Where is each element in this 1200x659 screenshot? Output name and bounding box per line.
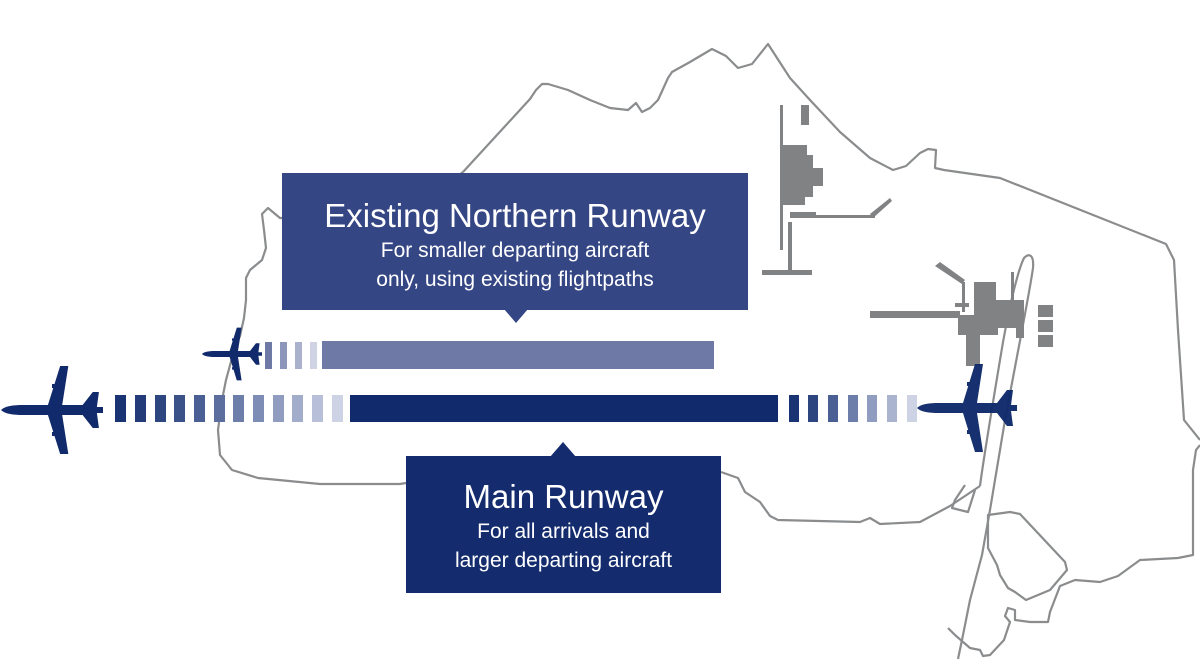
northern-runway-description-line1: For smaller departing aircraft (380, 239, 650, 262)
main-runway-approach-light (867, 395, 877, 422)
northern-runway-approach-light (310, 342, 317, 369)
main-runway-approach-light (808, 395, 818, 422)
northern-runway-approach-light (265, 342, 272, 369)
northern-runway-strip (322, 341, 714, 369)
main-runway-approach-light (253, 395, 264, 422)
main-runway-strip (350, 395, 778, 422)
main-runway-approach-light (155, 395, 166, 422)
main-runway-approach-light (789, 395, 799, 422)
main-runway-left-approach-lights (115, 395, 343, 422)
northern-runway (265, 341, 714, 369)
main-runway-callout: Main Runway For all arrivals and larger … (406, 456, 721, 593)
main-callout-pointer (550, 442, 576, 457)
northern-callout-pointer (504, 309, 528, 323)
main-runway (115, 395, 917, 422)
main-runway-description-line1: For all arrivals and (477, 520, 650, 543)
taxiway-outline (950, 484, 977, 514)
parking-area-outline (986, 510, 1069, 602)
northern-runway-title: Existing Northern Runway (324, 197, 706, 234)
north-terminal-buildings (762, 105, 892, 275)
main-runway-approach-light (273, 395, 284, 422)
main-runway-approach-light (135, 395, 146, 422)
northern-runway-approach-light (295, 342, 302, 369)
main-runway-approach-light (233, 395, 244, 422)
main-runway-right-approach-lights (789, 395, 917, 422)
northern-runway-approach-light (280, 342, 287, 369)
main-runway-approach-light (312, 395, 323, 422)
main-terminal-buildings (870, 262, 1053, 366)
boundary-south-outline (720, 470, 981, 526)
main-runway-approach-light (887, 395, 897, 422)
main-runway-approach-light (907, 395, 917, 422)
main-runway-approach-light (848, 395, 858, 422)
main-runway-approach-light (828, 395, 838, 422)
main-runway-approach-light (115, 395, 126, 422)
main-runway-description-line2: larger departing aircraft (454, 549, 673, 572)
main-runway-approach-light (174, 395, 185, 422)
boundary-main-outline (462, 42, 1200, 658)
main-runway-title: Main Runway (463, 478, 664, 515)
main-runway-approach-light (292, 395, 303, 422)
northern-runway-callout: Existing Northern Runway For smaller dep… (282, 173, 748, 310)
northern-runway-description-line2: only, using existing flightpaths (376, 268, 654, 291)
main-runway-approach-light (332, 395, 343, 422)
airplane-icon (1, 366, 104, 454)
main-runway-approach-light (194, 395, 205, 422)
airplane-icon (202, 327, 262, 381)
main-runway-approach-light (214, 395, 225, 422)
